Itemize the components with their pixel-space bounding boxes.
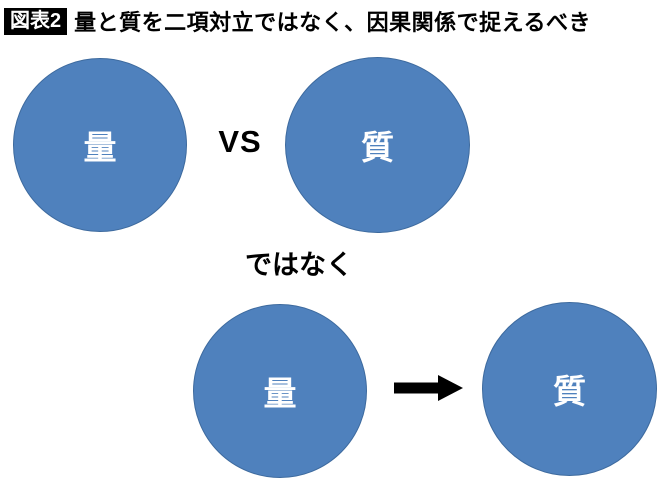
- quantity-circle-bottom: 量: [193, 304, 367, 478]
- quality-circle-bottom: 質: [482, 302, 657, 476]
- figure-number-badge: 図表2: [4, 7, 68, 35]
- quality-circle-top: 質: [285, 57, 470, 233]
- figure-header: 図表2 量と質を二項対立ではなく、因果関係で捉えるべき: [4, 5, 591, 37]
- quantity-circle-top: 量: [13, 58, 187, 232]
- figure-title: 量と質を二項対立ではなく、因果関係で捉えるべき: [74, 10, 591, 35]
- quality-circle-bottom-label: 質: [553, 373, 586, 410]
- versus-label: VS: [218, 124, 262, 159]
- arrow-right-icon: [394, 375, 463, 401]
- quality-circle-top-label: 質: [361, 129, 394, 166]
- connector-label: ではなく: [245, 250, 353, 280]
- quantity-circle-bottom-label: 量: [263, 375, 297, 412]
- quantity-circle-top-label: 量: [83, 129, 117, 166]
